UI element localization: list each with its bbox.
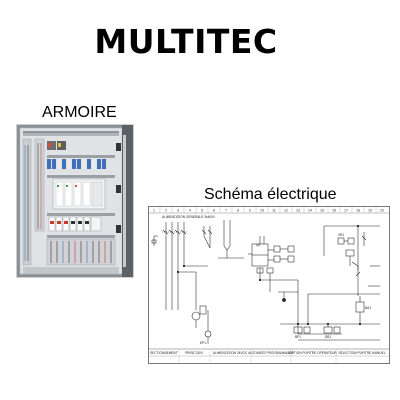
section-selection: SELECTION PUPITRE MANUEL bbox=[339, 351, 386, 355]
cabinet-illustration bbox=[17, 125, 133, 277]
component-label-q2: Q2 bbox=[256, 243, 260, 247]
column-number: 1 bbox=[153, 209, 155, 213]
schematic-drawing: 1 2 3 4 5 6 7 8 9 10 11 12 13 14 15 16 1… bbox=[148, 206, 390, 364]
electrical-schematic: 1 2 3 4 5 6 7 8 9 10 11 12 13 14 15 16 1… bbox=[148, 206, 390, 364]
column-number: 2 bbox=[165, 209, 167, 213]
cabinet-photo bbox=[16, 124, 134, 278]
component-label-ba1: BA1 bbox=[365, 306, 371, 310]
section-sectionnement: SECTIONNEMENT bbox=[150, 351, 178, 355]
column-number: 16 bbox=[332, 209, 336, 213]
column-number: 10 bbox=[260, 209, 264, 213]
column-number: 19 bbox=[368, 209, 372, 213]
section-automate: AUTOMATE PROGRAMMABLE bbox=[248, 351, 294, 355]
column-number: 15 bbox=[320, 209, 324, 213]
column-number: 13 bbox=[296, 209, 300, 213]
column-number: 20 bbox=[380, 209, 384, 213]
column-number: 7 bbox=[225, 209, 227, 213]
cabinet-photo-label: ARMOIRE bbox=[42, 104, 117, 121]
column-number: 17 bbox=[344, 209, 348, 213]
column-number: 18 bbox=[356, 209, 360, 213]
page-title: MULTITEC bbox=[94, 22, 278, 61]
column-number: 4 bbox=[189, 209, 191, 213]
component-label-bp1: BP1 bbox=[295, 335, 301, 339]
column-number: 9 bbox=[249, 209, 251, 213]
section-prise: PRISE 230V bbox=[185, 351, 204, 355]
section-alimentation: ALIMENTATION 24VDC bbox=[213, 351, 248, 355]
schematic-label: Schéma électrique bbox=[204, 186, 337, 203]
component-label-db1: DB1 bbox=[325, 335, 331, 339]
component-label-xr1: XR1 bbox=[338, 233, 344, 237]
column-number: 3 bbox=[177, 209, 179, 213]
column-number: 11 bbox=[272, 209, 276, 213]
column-number: 5 bbox=[201, 209, 203, 213]
column-number: 8 bbox=[237, 209, 239, 213]
component-label-ep1: EP1 bbox=[200, 341, 206, 345]
column-number: 14 bbox=[308, 209, 312, 213]
column-number: 6 bbox=[213, 209, 215, 213]
main-supply-label: ALIMENTATION GENERALE 3x400V bbox=[162, 215, 216, 219]
column-number: 12 bbox=[284, 209, 288, 213]
section-option: OPTION PUPITRE OPERATEUR bbox=[289, 351, 337, 355]
